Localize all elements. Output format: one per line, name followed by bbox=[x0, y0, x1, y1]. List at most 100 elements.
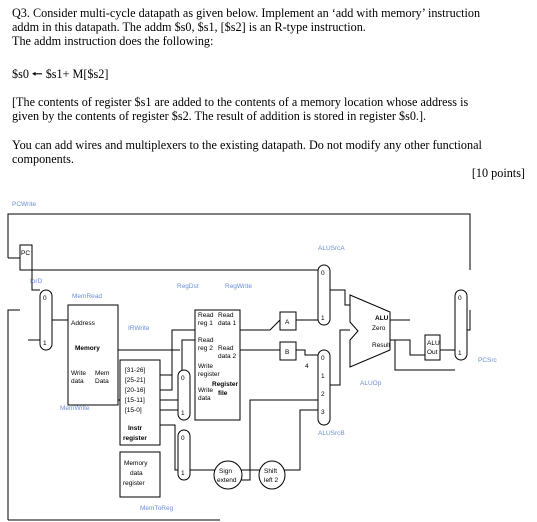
formula: $s0 🠐 $s1+ M[$s2] bbox=[12, 67, 527, 81]
regwrite-signal: RegWrite bbox=[225, 283, 252, 290]
svg-text:ALU: ALU bbox=[427, 340, 440, 347]
pc-feedback-wire bbox=[7, 213, 471, 270]
instruction-register bbox=[119, 359, 161, 446]
alusrcb-mux bbox=[317, 349, 331, 426]
svg-text:file: file bbox=[218, 390, 228, 397]
svg-text:Out: Out bbox=[427, 349, 438, 356]
svg-text:data: data bbox=[198, 395, 211, 402]
svg-text:1: 1 bbox=[181, 410, 185, 417]
svg-text:Read: Read bbox=[198, 312, 214, 319]
formula-lhs: $s0 bbox=[12, 67, 29, 81]
alu-out-register bbox=[424, 334, 441, 361]
pc-register bbox=[19, 244, 33, 271]
register-b bbox=[279, 341, 297, 361]
memtoreg-signal: MemToReg bbox=[140, 505, 174, 512]
svg-text:0: 0 bbox=[181, 435, 185, 442]
question-line-3: The addm instruction does the following: bbox=[12, 34, 214, 48]
svg-text:[15-0]: [15-0] bbox=[125, 407, 142, 414]
shift-left-unit bbox=[258, 460, 286, 490]
svg-text:reg 2: reg 2 bbox=[198, 345, 213, 352]
question-line-1: Q3. Consider multi-cycle datapath as giv… bbox=[12, 6, 481, 20]
svg-text:data: data bbox=[71, 378, 84, 385]
memory-data-register bbox=[119, 451, 161, 498]
regdst-signal: RegDst bbox=[177, 283, 199, 290]
svg-text:extend: extend bbox=[217, 477, 237, 484]
svg-text:Write: Write bbox=[71, 370, 86, 377]
svg-text:0: 0 bbox=[458, 295, 462, 302]
svg-text:[25-21]: [25-21] bbox=[125, 377, 145, 384]
svg-text:0: 0 bbox=[321, 270, 325, 277]
svg-text:Address: Address bbox=[71, 320, 96, 327]
points: [10 points] bbox=[471, 166, 525, 180]
svg-text:B: B bbox=[285, 349, 289, 356]
svg-text:Register: Register bbox=[212, 381, 238, 388]
svg-text:Shift: Shift bbox=[264, 468, 277, 475]
svg-text:Sign: Sign bbox=[219, 468, 232, 475]
svg-text:1: 1 bbox=[321, 315, 325, 322]
pcsrc-signal: PCSrc bbox=[478, 357, 498, 364]
svg-text:Read: Read bbox=[218, 312, 234, 319]
svg-text:data 1: data 1 bbox=[218, 320, 236, 327]
svg-text:Write: Write bbox=[198, 387, 213, 394]
iord-signal: IorD bbox=[30, 278, 43, 285]
svg-text:Read: Read bbox=[218, 345, 234, 352]
svg-text:1: 1 bbox=[458, 350, 462, 357]
svg-text:4: 4 bbox=[305, 363, 309, 370]
pcsrc-mux bbox=[454, 289, 468, 361]
regdst-mux bbox=[177, 369, 191, 421]
svg-text:register: register bbox=[198, 371, 221, 378]
svg-text:left 2: left 2 bbox=[264, 477, 278, 484]
alusrca-signal: ALUSrcA bbox=[318, 245, 345, 252]
svg-text:Zero: Zero bbox=[372, 325, 386, 332]
svg-text:Mem: Mem bbox=[95, 370, 109, 377]
svg-text:2: 2 bbox=[321, 391, 325, 398]
memtoreg-mux bbox=[177, 429, 191, 481]
svg-text:Write: Write bbox=[198, 363, 213, 370]
iord-mux bbox=[39, 289, 53, 351]
svg-text:register: register bbox=[123, 480, 146, 487]
svg-text:1: 1 bbox=[321, 373, 325, 380]
svg-text:[15-11]: [15-11] bbox=[125, 397, 145, 404]
irwrite-signal: IRWrite bbox=[128, 325, 150, 332]
pc-label: PC bbox=[21, 250, 30, 257]
pcwrite-signal: PCWrite bbox=[12, 201, 36, 208]
svg-text:Read: Read bbox=[198, 337, 214, 344]
memread-signal: MemRead bbox=[72, 293, 102, 300]
svg-text:Instr: Instr bbox=[128, 425, 143, 432]
svg-text:Data: Data bbox=[95, 378, 109, 385]
left-arrow-icon: 🠐 bbox=[31, 67, 43, 81]
svg-text:data: data bbox=[130, 470, 143, 477]
svg-text:A: A bbox=[285, 319, 290, 326]
svg-text:Result: Result bbox=[372, 342, 391, 349]
register-a bbox=[279, 311, 297, 331]
sign-extend-unit bbox=[213, 460, 243, 490]
multicycle-datapath-diagram: PC 0 1 Address Memory Write data Mem Dat… bbox=[7, 201, 498, 521]
svg-text:0: 0 bbox=[43, 295, 47, 302]
svg-text:1: 1 bbox=[43, 340, 47, 347]
svg-text:[20-16]: [20-16] bbox=[125, 387, 145, 394]
aluop-signal: ALUOp bbox=[360, 380, 382, 387]
svg-text:ALU: ALU bbox=[375, 315, 389, 322]
formula-rhs: $s1+ M[$s2] bbox=[45, 67, 109, 81]
instruction-line-2: components. bbox=[12, 152, 74, 166]
memwrite-signal: MemWrite bbox=[60, 405, 90, 412]
description-line-1: [The contents of register $s1 are added … bbox=[12, 95, 469, 109]
question-line-2: addm in this datapath. The addm $s0, $s1… bbox=[12, 20, 366, 34]
register-file bbox=[194, 309, 241, 421]
svg-text:register: register bbox=[123, 435, 147, 442]
description-line-2: given by the contents of register $s2. T… bbox=[12, 109, 427, 123]
instruction-line-1: You can add wires and multiplexers to th… bbox=[12, 138, 482, 152]
alusrcb-signal: ALUSrcB bbox=[318, 430, 345, 437]
svg-text:Memory: Memory bbox=[75, 345, 100, 352]
svg-text:[31-26]: [31-26] bbox=[125, 367, 145, 374]
svg-text:0: 0 bbox=[321, 355, 325, 362]
svg-text:reg 1: reg 1 bbox=[198, 320, 213, 327]
svg-text:Memory: Memory bbox=[124, 460, 148, 467]
svg-text:data 2: data 2 bbox=[218, 353, 236, 360]
svg-text:1: 1 bbox=[181, 470, 185, 477]
svg-text:0: 0 bbox=[181, 375, 185, 382]
svg-text:3: 3 bbox=[321, 409, 325, 416]
alu bbox=[349, 294, 391, 368]
memory-unit bbox=[67, 304, 119, 406]
alusrca-mux bbox=[317, 264, 331, 326]
